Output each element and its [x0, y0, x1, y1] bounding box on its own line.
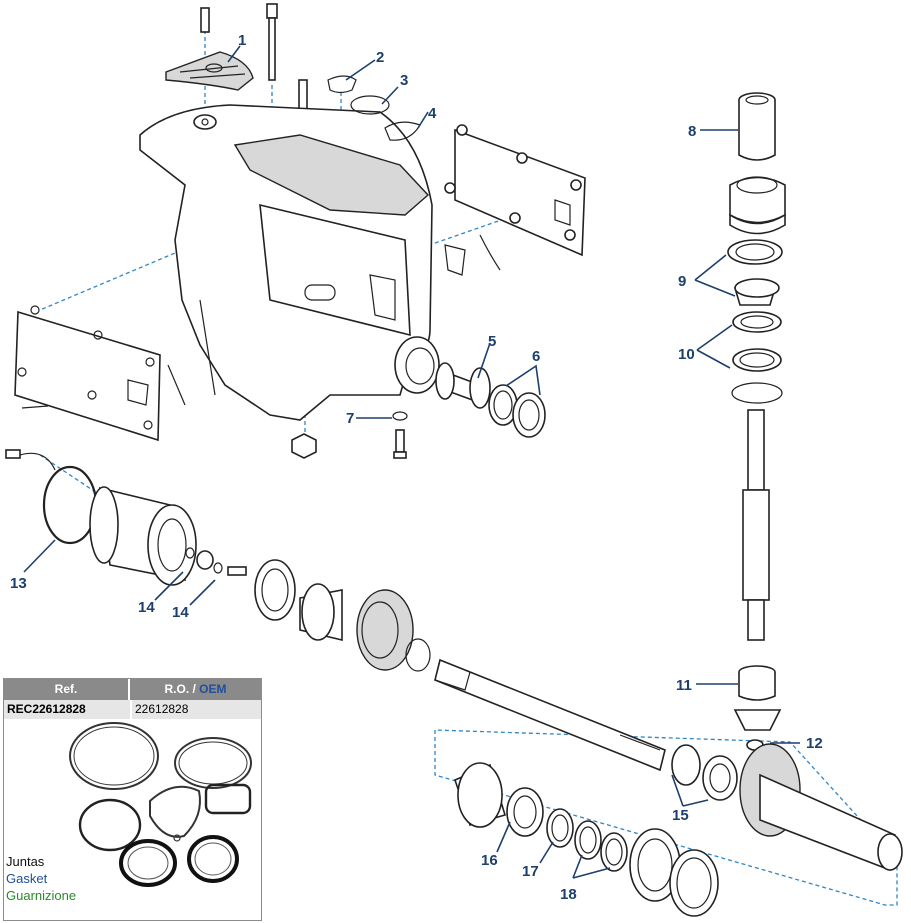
gasket-set-illustration [69, 722, 252, 887]
callout-5: 5 [488, 333, 496, 350]
forward-gear [356, 589, 431, 672]
callout-leaders [23, 45, 800, 879]
retaining-clip [5, 449, 56, 471]
table-header: Ref. R.O. / OEM [4, 679, 261, 700]
callout-12: 12 [806, 735, 823, 752]
part-6-seals [488, 384, 546, 438]
pinion-housing [729, 176, 786, 235]
callout-10: 10 [678, 346, 695, 363]
header-ref: Ref. [4, 679, 130, 700]
bearing-cup [254, 559, 296, 621]
part-7-washer-screw [392, 411, 408, 459]
pinion-gear [733, 709, 782, 731]
label-spanish: Juntas [6, 854, 45, 869]
callout-8: 8 [688, 123, 696, 140]
part-14-washers [185, 547, 247, 576]
tapered-roller-bearing [299, 583, 343, 642]
thrust-rings [629, 828, 719, 917]
ref-value: REC22612828 [4, 700, 132, 719]
part-8-sleeve [738, 92, 776, 161]
callout-9: 9 [678, 273, 686, 290]
drain-nut [291, 433, 317, 459]
callout-15: 15 [672, 807, 689, 824]
callout-18: 18 [560, 886, 577, 903]
part-13-oring [42, 465, 98, 545]
callout-6: 6 [532, 348, 540, 365]
callout-1: 1 [238, 32, 246, 49]
long-bolt [266, 3, 278, 81]
callout-4: 4 [428, 105, 437, 122]
oem-value: 22612828 [135, 702, 189, 716]
callout-numbers: 1 2 3 4 5 6 7 8 9 10 11 12 13 14 14 15 1… [10, 32, 823, 903]
part-10-bearing [731, 311, 783, 404]
part-18-rings [574, 820, 628, 872]
right-side-cover [444, 124, 586, 276]
part-1-top-cover [165, 7, 254, 91]
callout-16: 16 [481, 852, 498, 869]
callout-7: 7 [346, 410, 354, 427]
callout-14b: 14 [172, 604, 189, 621]
table-row: REC22612828 22612828 [4, 700, 261, 719]
part-11-needle-bearing [738, 665, 776, 701]
gasket-kit-panel: Ref. R.O. / OEM REC22612828 22612828 Jun… [3, 678, 262, 921]
kit-labels: Juntas Gasket Guarnizione [6, 853, 76, 904]
part-15-bearing [671, 744, 738, 801]
part-16-bearing-cup [506, 787, 544, 837]
label-english: Gasket [6, 871, 48, 886]
gearcase-housing [139, 104, 440, 421]
callout-17: 17 [522, 863, 539, 880]
propeller-shaft [434, 658, 666, 772]
part-17-ring [546, 808, 574, 848]
left-side-cover [14, 305, 161, 442]
header-ro: R.O. / [164, 682, 196, 696]
left-bearing-cone [454, 762, 506, 828]
callout-14a: 14 [138, 599, 155, 616]
callout-2: 2 [376, 49, 384, 66]
part-5-needle-bearing [435, 362, 491, 409]
callout-11: 11 [676, 677, 692, 694]
reverse-gear-assembly [739, 743, 903, 872]
label-italian: Guarnizione [6, 888, 77, 903]
header-ro-oem: R.O. / OEM [130, 679, 261, 700]
part-9-bearing [727, 239, 783, 306]
bearing-carrier [89, 486, 197, 586]
callout-13: 13 [10, 575, 27, 592]
callout-3: 3 [400, 72, 408, 89]
header-oem: OEM [199, 682, 227, 696]
driveshaft [742, 409, 770, 641]
